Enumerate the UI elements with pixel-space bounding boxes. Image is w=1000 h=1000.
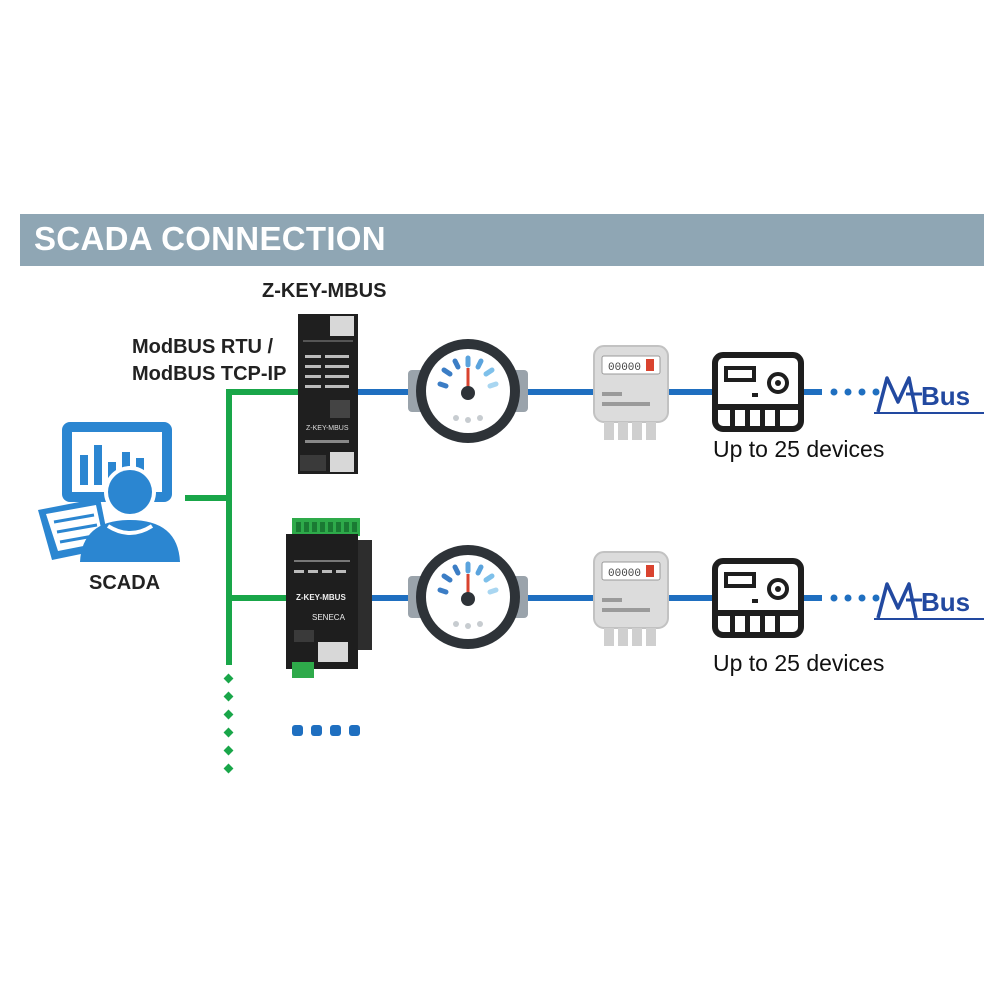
protocol-label-line1: ModBUS RTU /	[132, 336, 274, 358]
gateway-top-text: Z-KEY-MBUS	[306, 425, 349, 432]
gateway-device-top: Z-KEY-MBUS	[298, 314, 358, 474]
devices-count-label-row2: Up to 25 devices	[713, 650, 885, 676]
devices-count-label-row1: Up to 25 devices	[713, 436, 885, 462]
mbus-logo-text-row2: Bus	[921, 587, 970, 617]
energy-meter-icon-row1: 00000	[593, 345, 669, 440]
header-title: SCADA CONNECTION	[34, 220, 386, 257]
gateway-continuation-dots	[292, 725, 360, 736]
scada-workstation-icon	[38, 422, 180, 562]
heat-meter-icon-row2	[712, 558, 804, 638]
header-bar: SCADA CONNECTION	[20, 214, 984, 266]
scada-label: SCADA	[89, 572, 161, 594]
modbus-continuation-dots	[223, 673, 234, 774]
modbus-lines	[185, 389, 298, 665]
flow-meter-icon-row1	[408, 339, 528, 443]
flow-meter-icon-row2	[408, 545, 528, 649]
mbus-dots-row1	[830, 388, 880, 396]
mbus-logo-icon-row1: Bus	[874, 376, 984, 414]
mbus-logo-icon-row2: Bus	[874, 582, 984, 620]
gateway-device-bottom: Z-KEY-MBUS SENECA	[286, 518, 372, 678]
device-name-label: Z-KEY-MBUS	[262, 280, 387, 302]
energy-meter-icon-row2: 00000	[593, 551, 669, 646]
meter-display-row2: 00000	[608, 568, 641, 580]
gateway-brand-text: SENECA	[312, 613, 346, 622]
protocol-label-line2: ModBUS TCP-IP	[132, 363, 287, 385]
gateway-bottom-text: Z-KEY-MBUS	[296, 593, 346, 602]
mbus-dots-row2	[830, 594, 880, 602]
meter-display-row1: 00000	[608, 362, 641, 374]
heat-meter-icon-row1	[712, 352, 804, 432]
mbus-logo-text-row1: Bus	[921, 381, 970, 411]
